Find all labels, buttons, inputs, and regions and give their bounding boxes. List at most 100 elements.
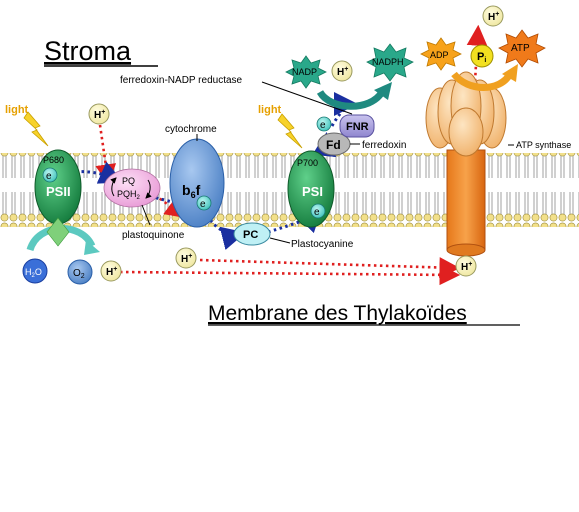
title-membrane: Membrane des Thylakoïdes (208, 302, 467, 325)
plastocyanin: PC (233, 222, 271, 246)
proton-h: H (106, 267, 113, 278)
pq-oxidation-arrow (110, 177, 117, 197)
svg-text:H2O: H2O (25, 267, 42, 279)
psi-label: PSI (302, 184, 323, 199)
proton-h: H (488, 12, 495, 23)
svg-text:H+: H+ (106, 266, 117, 278)
fnr-leader (261, 81, 353, 115)
o2-o: O (73, 268, 81, 279)
nadp-reduction-arrowhead (374, 82, 392, 100)
proton-sup: + (188, 253, 192, 260)
b6f-sub: 6 (191, 190, 196, 200)
photosystem-ii: P680 PSII (34, 149, 82, 225)
electron-psi-upper: e (316, 116, 332, 132)
pqh2-sub: 2 (137, 195, 141, 201)
water-splitting-arrowhead (84, 240, 100, 255)
svg-text:H+: H+ (94, 109, 105, 121)
light-left-label: light (5, 104, 29, 116)
p700-label: P700 (297, 158, 318, 168)
svg-text:H+: H+ (337, 66, 348, 78)
atp-label: ATP (511, 43, 530, 54)
proton-sup: + (495, 11, 499, 18)
electron-label: e (320, 120, 326, 131)
o2-molecule: O2 (67, 259, 93, 285)
pq-label: PQ (122, 176, 135, 186)
electron-path-to-fnr (330, 92, 358, 127)
light-left: light (5, 104, 49, 147)
p680-label: P680 (43, 155, 64, 165)
nadp-label: NADP (292, 67, 317, 77)
h2o-h: H (25, 267, 32, 277)
electron-psi-lower: e (310, 203, 326, 219)
lightning-bolt-icon (23, 111, 49, 147)
pi-phosphate: Pi (470, 44, 494, 68)
cytochrome-b6f: b6f (169, 138, 225, 228)
atp-synthesis-arrowhead (502, 64, 518, 82)
pi-label: P (477, 51, 484, 63)
proton-sup: + (101, 109, 105, 116)
svg-text:H+: H+ (461, 261, 472, 273)
electron-label: e (46, 171, 52, 182)
proton-path-lumen (119, 264, 461, 286)
pq-reduction-arrow (145, 179, 152, 199)
plastocyanine-leader (269, 237, 291, 244)
proton-h: H (94, 110, 101, 121)
atp-synthase (425, 71, 507, 257)
adp-label: ADP (430, 50, 449, 60)
electron-label: e (314, 207, 320, 218)
pc-label: PC (243, 229, 258, 241)
atp-synthase-label: ATP synthase (516, 140, 571, 150)
manganese-cluster-icon (46, 217, 70, 247)
atp-synthesis-arrow (451, 71, 514, 91)
proton-sup: + (113, 266, 117, 273)
fnr-label: FNR (346, 121, 369, 133)
b6f-f: f (196, 182, 201, 198)
proton-stroma-psii: H+ (88, 103, 110, 125)
proton-lumen-atp: H+ (455, 255, 477, 277)
light-right-label: light (258, 104, 282, 116)
light-right: light (258, 104, 303, 149)
b6f-b: b (182, 182, 191, 198)
lightning-bolt-icon (277, 113, 303, 149)
proton-top: H+ (482, 5, 504, 27)
svg-text:b6f: b6f (182, 182, 201, 200)
ferredoxin-label: ferredoxin (362, 140, 406, 151)
proton-sup: + (344, 66, 348, 73)
nadph-star: NADPH (366, 43, 414, 82)
electron-b6f: e (196, 195, 212, 211)
fnr-enzyme: FNR (339, 114, 375, 138)
fd-label: Fd (326, 138, 341, 152)
proton-sup: + (468, 261, 472, 268)
h2o-o: O (35, 267, 42, 277)
proton-h: H (181, 254, 188, 265)
svg-text:O2: O2 (73, 268, 85, 280)
atp-synthase-stalk (446, 149, 486, 251)
proton-path-b6f-to-atp (199, 257, 461, 278)
adp-star: ADP (420, 37, 462, 71)
cytochrome-label: cytochrome (165, 124, 217, 135)
proton-lumen-b6f: H+ (175, 247, 197, 269)
atp-star: ATP (498, 29, 546, 68)
electron-path-pc-to-psi (267, 207, 323, 234)
nadp-reduction-arrow (316, 89, 385, 110)
plastoquinone-label: plastoquinone (122, 230, 185, 241)
svg-text:H+: H+ (181, 253, 192, 265)
proton-lumen-water: H+ (100, 260, 122, 282)
fnr-full-label: ferredoxin-NADP reductase (120, 75, 243, 86)
plastocyanine-label: Plastocyanine (291, 239, 354, 250)
nadph-label: NADPH (372, 57, 404, 67)
electron-psii: e (42, 167, 58, 183)
svg-text:H+: H+ (488, 11, 499, 23)
plastoquinone-leader (141, 204, 151, 226)
proton-h: H (461, 262, 468, 273)
proton-stroma-nadp: H+ (331, 60, 353, 82)
h2o-molecule: H2O (22, 258, 48, 284)
svg-text:Pi: Pi (477, 51, 486, 64)
title-stroma: Stroma (44, 36, 132, 66)
o2-sub: 2 (81, 273, 85, 280)
plastoquinone-pool: PQ PQH2 (103, 168, 161, 208)
pqh2-label: PQH (117, 189, 137, 199)
electron-path-psii-to-pq (57, 161, 124, 184)
